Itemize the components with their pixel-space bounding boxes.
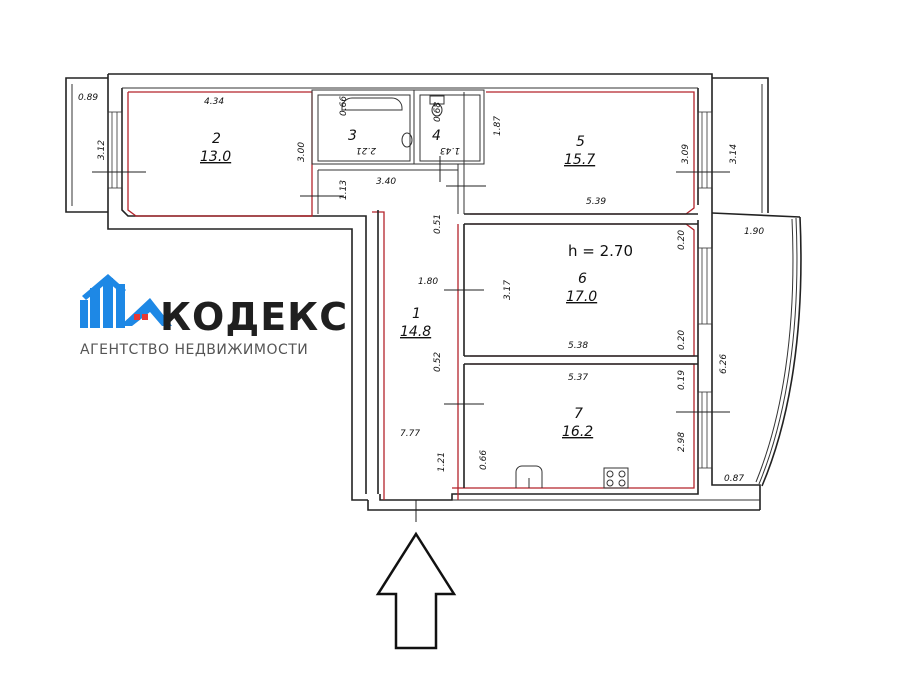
dim-balcony-large-bottom: 0.87 [724, 474, 744, 484]
balcony-left [65, 77, 108, 213]
door-markers [92, 156, 730, 522]
dim-wall-gap-6-top: 0.20 [677, 230, 687, 250]
dim-bath-top: 0.66 [339, 96, 349, 116]
dim-room7-width: 5.37 [568, 373, 588, 383]
dim-wall-gap-6-bottom: 0.20 [677, 330, 687, 350]
dim-room5-height: 3.09 [681, 144, 691, 164]
room-4-number: 4 [432, 128, 441, 144]
dim-room7-height: 2.98 [677, 432, 687, 452]
room-1-number: 1 [412, 306, 421, 322]
dim-room5-width: 5.39 [586, 197, 606, 207]
dim-balcony-right-top: 3.14 [729, 144, 739, 164]
ceiling-height: h = 2.70 [568, 242, 633, 260]
dim-room6-height: 3.17 [503, 280, 513, 300]
room-3-number: 3 [348, 128, 357, 144]
dimension-labels: 0.89 3.12 4.34 3.00 0.66 2.21 0.68 1.43 … [78, 93, 764, 484]
dim-wc-width: 1.43 [440, 145, 460, 155]
dim-room2-height: 3.00 [297, 142, 307, 162]
dim-room2-width: 4.34 [204, 97, 224, 107]
dim-kitchen-niche: 0.66 [479, 450, 489, 470]
room-1-area: 14.8 [400, 324, 431, 340]
room-7-number: 7 [574, 406, 583, 422]
room-7-area: 16.2 [562, 424, 593, 440]
room-5-area: 15.7 [564, 152, 595, 168]
dim-room5-height-left: 1.87 [493, 116, 503, 136]
room-6-area: 17.0 [566, 289, 597, 305]
dim-wall-gap-2: 0.52 [433, 352, 443, 372]
dim-wc-top: 0.68 [433, 102, 443, 122]
entrance-arrow [375, 531, 457, 650]
dim-room6-width: 5.38 [568, 341, 588, 351]
dim-balcony-left-width: 0.89 [78, 93, 98, 103]
balcony-right-top [712, 77, 769, 213]
dim-wall-gap-7: 0.19 [677, 370, 687, 390]
building-icon [80, 274, 172, 328]
dim-hall-height: 1.13 [339, 180, 349, 200]
partitions [311, 89, 698, 494]
dim-corridor-width: 1.80 [418, 277, 438, 287]
logo-name: КОДЕКС [160, 295, 348, 339]
dim-hall-width: 3.40 [376, 177, 396, 187]
dim-bath-width: 2.21 [356, 145, 376, 155]
dim-balcony-large-height: 6.26 [719, 354, 729, 374]
dim-balcony-left-height: 3.12 [97, 140, 107, 160]
room-2-area: 13.0 [200, 149, 231, 165]
dim-corridor-length: 7.77 [400, 429, 420, 439]
room-2-number: 2 [212, 131, 221, 147]
windows [107, 111, 713, 469]
room-labels: 2 13.0 3 4 5 15.7 h = 2.70 6 17.0 1 14.8… [200, 128, 633, 440]
dim-balcony-large-width: 1.90 [744, 227, 764, 237]
dim-wall-gap-1: 0.51 [433, 214, 443, 234]
room-6-number: 6 [578, 271, 587, 287]
balcony-right-large [711, 212, 802, 487]
dim-entry-width: 1.21 [437, 452, 447, 472]
logo-subtitle: АГЕНТСТВО НЕДВИЖИМОСТИ [80, 342, 308, 358]
room-5-number: 5 [576, 134, 585, 150]
agency-logo: КОДЕКС АГЕНТСТВО НЕДВИЖИМОСТИ [80, 274, 348, 358]
kitchen-appliances [515, 465, 629, 489]
